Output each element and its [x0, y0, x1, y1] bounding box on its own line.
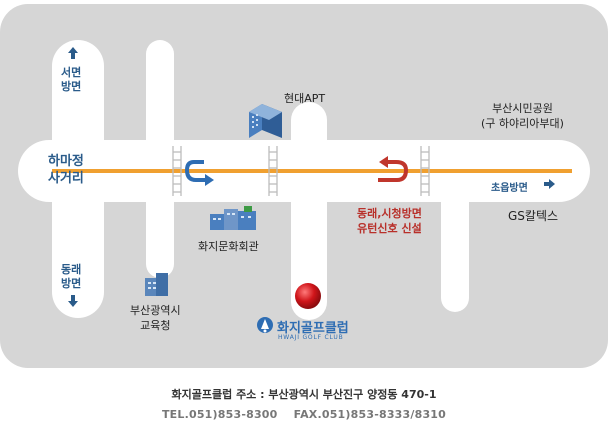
uturn-arrow-blue-icon: [184, 160, 214, 186]
footer: 화지골프클럽 주소 : 부산광역시 부산진구 양정동 470-1 TEL.051…: [0, 385, 608, 425]
arrow-down-icon: [68, 295, 78, 307]
gs-caltex-label: GS칼텍스: [508, 209, 559, 223]
east-side-road: [441, 140, 469, 312]
club-name-label: 화지골프클럽: [277, 321, 349, 336]
choeup-direction-label: 초읍방면: [491, 183, 528, 194]
education-office-road: [146, 40, 174, 278]
arrow-up-icon: [68, 47, 78, 59]
north-south-road: [52, 40, 104, 318]
uturn-arrow-red-icon: [378, 156, 409, 182]
crosswalk-3: [420, 146, 430, 196]
hyundai-apt-label: 현대APT: [284, 92, 326, 105]
club-name-en-label: HWAJI GOLF CLUB: [278, 334, 344, 341]
map-canvas: [0, 4, 608, 368]
apartment-building-icon: [249, 104, 282, 138]
crosswalk-1: [172, 146, 182, 196]
arrow-right-icon: [544, 179, 555, 189]
club-logo-icon: [257, 317, 273, 333]
road-center-line: [52, 169, 572, 173]
club-contact: TEL.051)853-8300 FAX.051)853-8333/8310: [161, 408, 447, 421]
location-marker-icon: [295, 283, 321, 309]
crosswalk-2: [268, 146, 278, 196]
culture-center-label: 화지문화회관: [198, 240, 259, 253]
club-access-road: [291, 102, 327, 320]
citizen-park-label: 부산시민공원(구 하야리아부대): [481, 102, 564, 130]
culture-center-building-icon: [210, 206, 256, 230]
club-address: 화지골프클럽 주소 : 부산광역시 부산진구 양정동 470-1: [171, 388, 437, 401]
education-office-building-icon: [145, 273, 168, 296]
